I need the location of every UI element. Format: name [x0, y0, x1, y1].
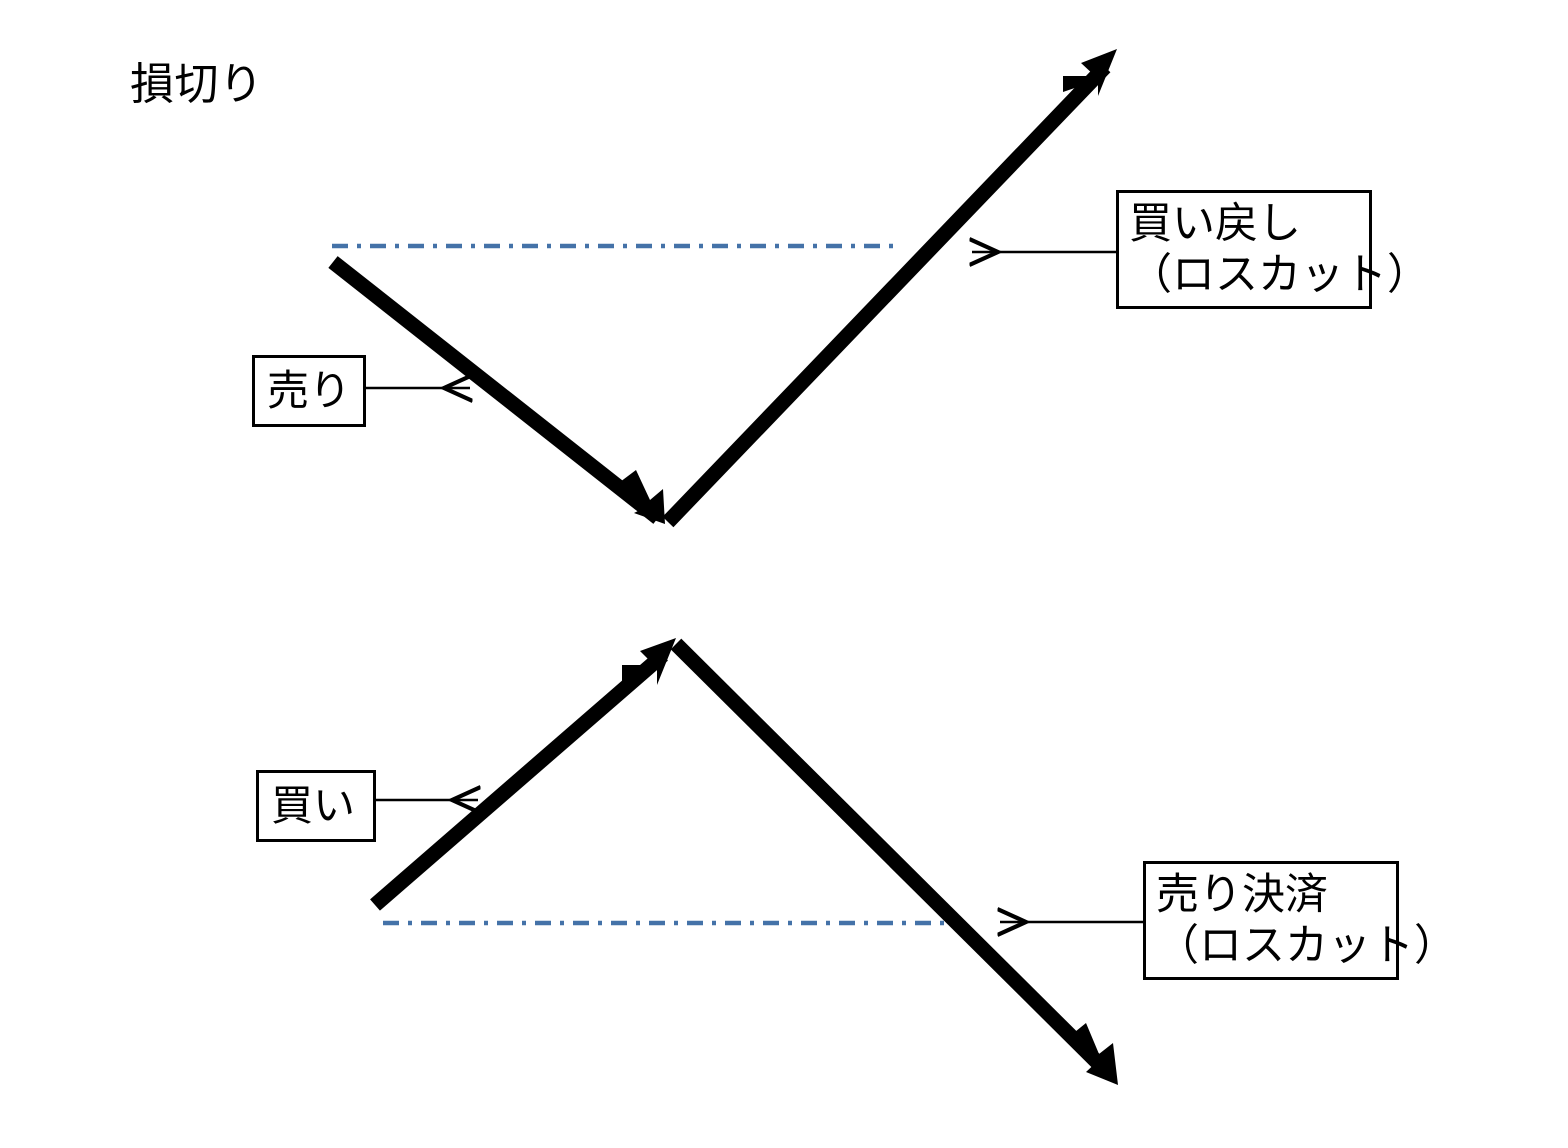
price-down-arrowhead-bottom	[1070, 1023, 1118, 1085]
label-box-buyback-line2: （ロスカット）	[1129, 250, 1430, 299]
label-box-sell-line1: 売り	[267, 367, 352, 415]
price-up-stroke-bottom	[370, 649, 668, 911]
long-position-panel	[370, 638, 1118, 1085]
label-box-sell[interactable]: 売り	[252, 355, 366, 427]
page-title: 損切り	[130, 60, 264, 109]
label-box-buyback-line1: 買い戻し	[1129, 199, 1301, 248]
label-box-buy-line1: 買い	[271, 782, 356, 830]
price-up-arrowhead-bottom	[622, 638, 676, 685]
short-position-panel	[328, 49, 1117, 528]
label-box-sell-exit-line2: （ロスカット）	[1156, 921, 1457, 970]
price-up-stroke-top	[662, 61, 1111, 528]
label-box-sell-exit[interactable]: 売り決済 （ロスカット）	[1143, 861, 1457, 980]
label-box-buyback[interactable]: 買い戻し （ロスカット）	[1116, 190, 1430, 309]
label-box-buy[interactable]: 買い	[256, 770, 376, 842]
price-down-stroke-top	[328, 256, 663, 524]
price-up-arrowhead-top	[1063, 49, 1117, 96]
label-box-sell-exit-line1: 売り決済	[1156, 870, 1328, 919]
price-down-arrowhead-top	[620, 470, 665, 524]
price-down-stroke-bottom	[670, 638, 1107, 1072]
